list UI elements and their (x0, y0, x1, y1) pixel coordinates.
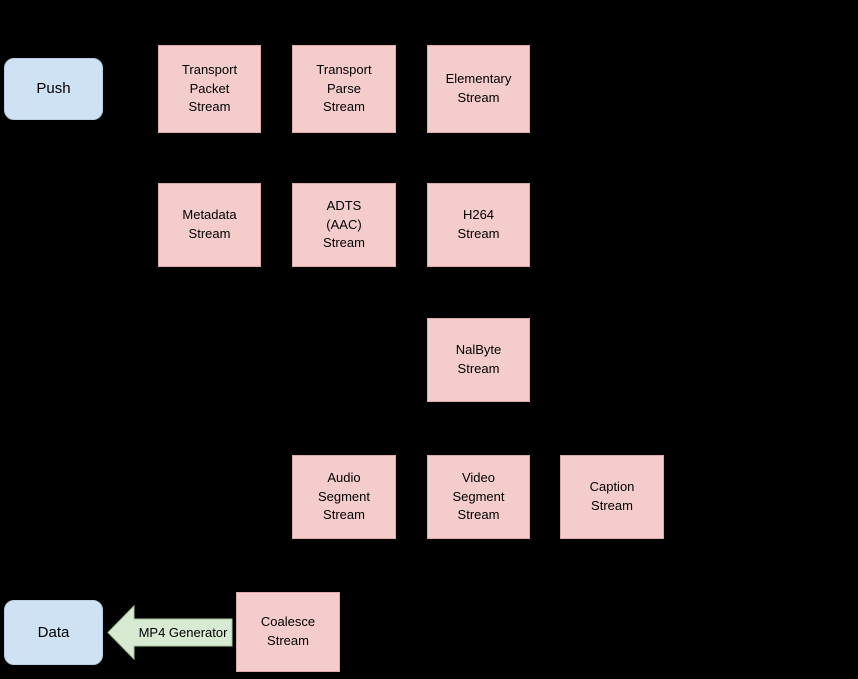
node-video-segment-stream: Video Segment Stream (427, 455, 530, 539)
node-metadata-stream-label: Metadata Stream (182, 207, 237, 241)
node-push-label: Push (36, 80, 71, 98)
node-elementary-stream: Elementary Stream (427, 45, 530, 133)
node-adts-aac-stream-label: ADTS (AAC) Stream (323, 197, 365, 251)
node-data-label: Data (37, 623, 70, 641)
node-caption-stream: Caption Stream (560, 455, 664, 539)
node-video-segment-stream-label: Video Segment Stream (452, 469, 505, 523)
left-arrow-icon (107, 604, 233, 661)
node-adts-aac-stream: ADTS (AAC) Stream (292, 183, 396, 267)
node-audio-segment-stream-label: Audio Segment Stream (317, 469, 371, 523)
node-h264-stream: H264 Stream (427, 183, 530, 267)
node-transport-parse-stream: Transport Parse Stream (292, 45, 396, 133)
node-data: Data (4, 600, 103, 665)
node-elementary-stream-label: Elementary Stream (445, 71, 512, 105)
mp4-generator-arrow-label: MP4 Generator (138, 625, 228, 640)
node-caption-stream-label: Caption Stream (589, 479, 635, 513)
node-h264-stream-label: H264 Stream (457, 207, 500, 241)
node-transport-packet-stream-label: Transport Packet Stream (181, 61, 238, 115)
node-transport-packet-stream: Transport Packet Stream (158, 45, 261, 133)
mp4-generator-arrow: MP4 Generator (107, 604, 233, 661)
node-coalesce-stream: Coalesce Stream (236, 592, 340, 672)
node-nalbyte-stream: NalByte Stream (427, 318, 530, 402)
node-coalesce-stream-label: Coalesce Stream (260, 614, 316, 648)
node-metadata-stream: Metadata Stream (158, 183, 261, 267)
node-transport-parse-stream-label: Transport Parse Stream (316, 61, 372, 115)
node-audio-segment-stream: Audio Segment Stream (292, 455, 396, 539)
node-push: Push (4, 58, 103, 120)
node-nalbyte-stream-label: NalByte Stream (455, 342, 502, 376)
